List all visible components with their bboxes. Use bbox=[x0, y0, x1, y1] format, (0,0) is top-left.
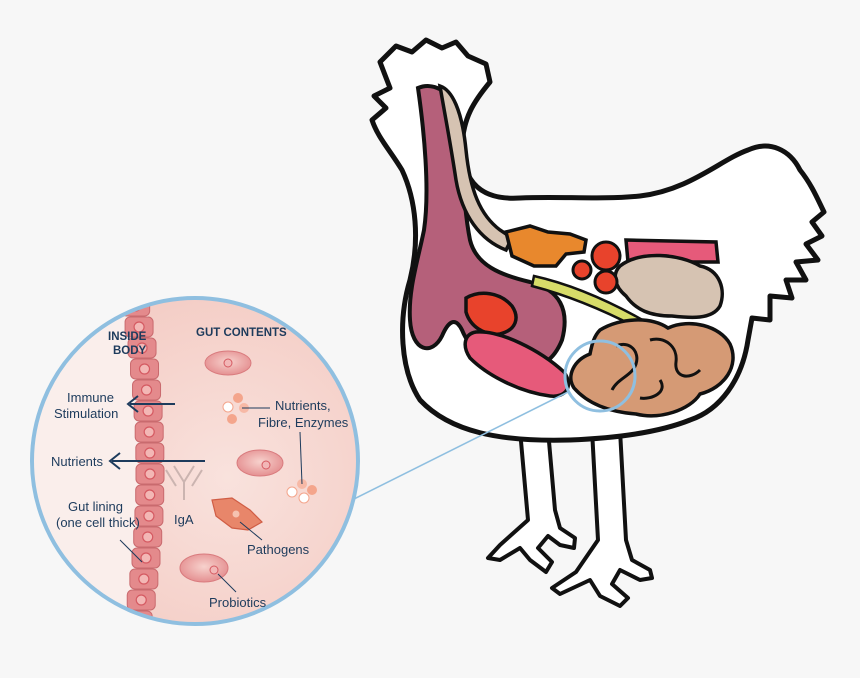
gut-lining-cell-nucleus bbox=[133, 616, 143, 626]
iga-label: IgA bbox=[174, 512, 194, 527]
nutrients-right-label-line1: Nutrients, bbox=[275, 398, 331, 413]
chicken-left-leg bbox=[488, 430, 575, 572]
gut-lining-cell-nucleus bbox=[141, 553, 151, 563]
gut-lining-cell-nucleus bbox=[144, 427, 154, 437]
nutrients-left-label: Nutrients bbox=[51, 454, 104, 469]
gut-lining-cell-nucleus bbox=[144, 511, 154, 521]
chicken-illustration bbox=[372, 40, 824, 606]
gut-lining-cell-nucleus bbox=[142, 385, 152, 395]
pathogen-nucleus bbox=[233, 511, 240, 518]
gut-lining-cell-nucleus bbox=[143, 406, 153, 416]
gut-cell-oval bbox=[237, 450, 283, 476]
inside-body-label-line1: INSIDE bbox=[108, 331, 147, 343]
gut-contents-label: GUT CONTENTS bbox=[196, 327, 287, 339]
probiotic-oval bbox=[180, 554, 228, 582]
magnified-gut-view: INSIDE BODY GUT CONTENTS Immune Stimulat… bbox=[20, 290, 358, 652]
gut-lining-label-line1: Gut lining bbox=[68, 499, 123, 514]
immune-label-line2: Stimulation bbox=[54, 406, 118, 421]
gut-lining-cell-nucleus bbox=[139, 574, 149, 584]
gut-lining-cell-nucleus bbox=[145, 490, 155, 500]
gut-lining-cell-nucleus bbox=[136, 595, 146, 605]
probiotics-label: Probiotics bbox=[209, 595, 267, 610]
chicken-organ-red-3 bbox=[595, 271, 617, 293]
nutrients-right-label-line2: Fibre, Enzymes bbox=[258, 415, 349, 430]
gut-lining-cell-nucleus bbox=[143, 532, 153, 542]
immune-label-line1: Immune bbox=[67, 390, 114, 405]
gut-lining-cell-nucleus bbox=[145, 448, 155, 458]
gut-cell-oval-nucleus bbox=[224, 359, 232, 367]
probiotic-oval-nucleus bbox=[210, 566, 218, 574]
gut-lining-label-line2: (one cell thick) bbox=[56, 515, 140, 530]
gut-lining-cell-nucleus bbox=[145, 469, 155, 479]
inside-body-label-line2: BODY bbox=[113, 345, 147, 357]
gut-lining-cell-nucleus bbox=[140, 364, 150, 374]
gut-cell-oval-nucleus bbox=[262, 461, 270, 469]
chicken-organ-red-2 bbox=[573, 261, 591, 279]
pathogens-label: Pathogens bbox=[247, 542, 310, 557]
gut-lining-cell bbox=[121, 632, 149, 652]
gut-lining-cell-nucleus bbox=[130, 637, 140, 647]
chicken-right-leg bbox=[552, 430, 652, 606]
chicken-organ-red-1 bbox=[592, 242, 620, 270]
